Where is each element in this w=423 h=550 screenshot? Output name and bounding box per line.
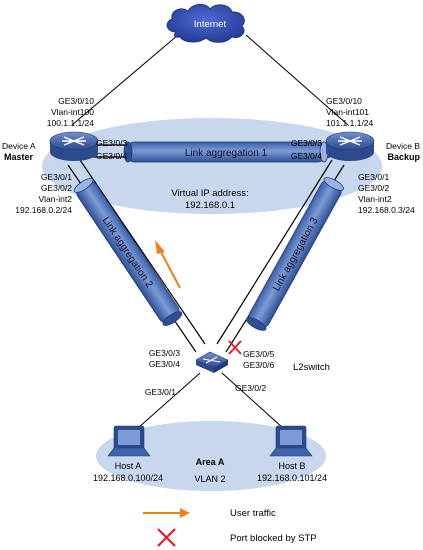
device-a-agg1-port-top: GE3/0/3 (96, 138, 127, 148)
virtual-ip-value: 192.168.0.1 (185, 200, 235, 211)
agg3-label: Link aggregation 3 (271, 215, 321, 293)
area-vlan: VLAN 2 (194, 474, 225, 484)
cloud-icon (166, 3, 245, 43)
host-b-cable (221, 372, 284, 429)
device-b-name: Device B (386, 141, 420, 151)
host-a-ip: 192.168.0.100/24 (93, 473, 163, 483)
device-a-downlink-port2: GE3/0/2 (41, 183, 72, 193)
l2switch-name: L2switch (293, 362, 330, 373)
area-a-ellipse (96, 421, 326, 491)
device-a-downlink-vlan: Vlan-int2 (38, 194, 72, 204)
device-b-uplink-ip: 101.1.1.1/24 (326, 118, 374, 128)
agg2-cable-2 (79, 159, 206, 345)
device-b-uplink-vlan: Vlan-int101 (326, 107, 369, 117)
virtual-ip-label: Virtual IP address: (171, 188, 248, 199)
device-a-uplink-vlan: Vlan-int100 (51, 107, 94, 117)
device-a-downlink-ip: 192.168.0.2/24 (15, 205, 72, 215)
device-b-agg1-port-top: GE3/0/3 (291, 138, 322, 148)
l2switch-port-right-2: GE3/0/6 (243, 360, 274, 370)
legend: User traffic Port blocked by STP (143, 508, 317, 547)
agg2-label: Link aggregation 2 (100, 215, 155, 290)
link-aggregation-2-tube (73, 178, 183, 326)
orange-arrow-icon (155, 240, 181, 289)
l2switch-port-left-2: GE3/0/4 (149, 359, 180, 369)
computer-icon (107, 425, 151, 457)
orange-arrow-icon (143, 508, 190, 518)
uplink-b-cable (245, 34, 349, 126)
device-a-agg1-port-bottom: GE3/0/4 (96, 151, 127, 161)
device-b-role: Backup (387, 152, 420, 162)
computer-icon (269, 425, 313, 457)
host-b-name: Host B (278, 461, 305, 471)
device-a-uplink-port: GE3/0/10 (58, 96, 94, 106)
device-b-agg1-port-bottom: GE3/0/4 (291, 151, 322, 161)
device-a-role: Master (4, 152, 34, 162)
red-x-icon (157, 528, 176, 547)
host-a-cable (137, 372, 201, 429)
switch-icon (195, 351, 229, 373)
device-b-downlink-vlan: Vlan-int2 (358, 194, 392, 204)
device-a-uplink-ip: 100.1.1.1/24 (47, 118, 95, 128)
router-switch-icon (49, 131, 99, 161)
internet-label: Internet (194, 19, 227, 30)
device-a-name: Device A (2, 141, 36, 151)
uplink-a-cable (71, 34, 179, 126)
device-b-uplink-port: GE3/0/10 (326, 96, 362, 106)
legend-user-traffic: User traffic (230, 508, 276, 519)
host-b-ip: 192.168.0.101/24 (257, 473, 327, 483)
red-x-icon (228, 340, 242, 355)
l2switch-port-left-1: GE3/0/3 (149, 348, 180, 358)
host-a-name: Host A (115, 461, 142, 471)
l2switch-port-host-b: GE3/0/2 (235, 383, 266, 393)
l2switch-port-host-a: GE3/0/1 (145, 387, 176, 397)
l2switch-port-right-1: GE3/0/5 (243, 349, 274, 359)
link-aggregation-3-tube (246, 177, 344, 331)
device-b-downlink-ip: 192.168.0.3/24 (358, 205, 415, 215)
device-b-downlink-port2: GE3/0/2 (358, 183, 389, 193)
area-name: Area A (196, 457, 225, 467)
device-a-downlink-port1: GE3/0/1 (41, 172, 72, 182)
device-b-downlink-port1: GE3/0/1 (358, 172, 389, 182)
agg1-label: Link aggregation 1 (185, 148, 268, 159)
router-switch-icon (325, 131, 375, 161)
legend-blocked-by-stp: Port blocked by STP (230, 533, 317, 544)
agg3-cable-2 (216, 159, 333, 345)
